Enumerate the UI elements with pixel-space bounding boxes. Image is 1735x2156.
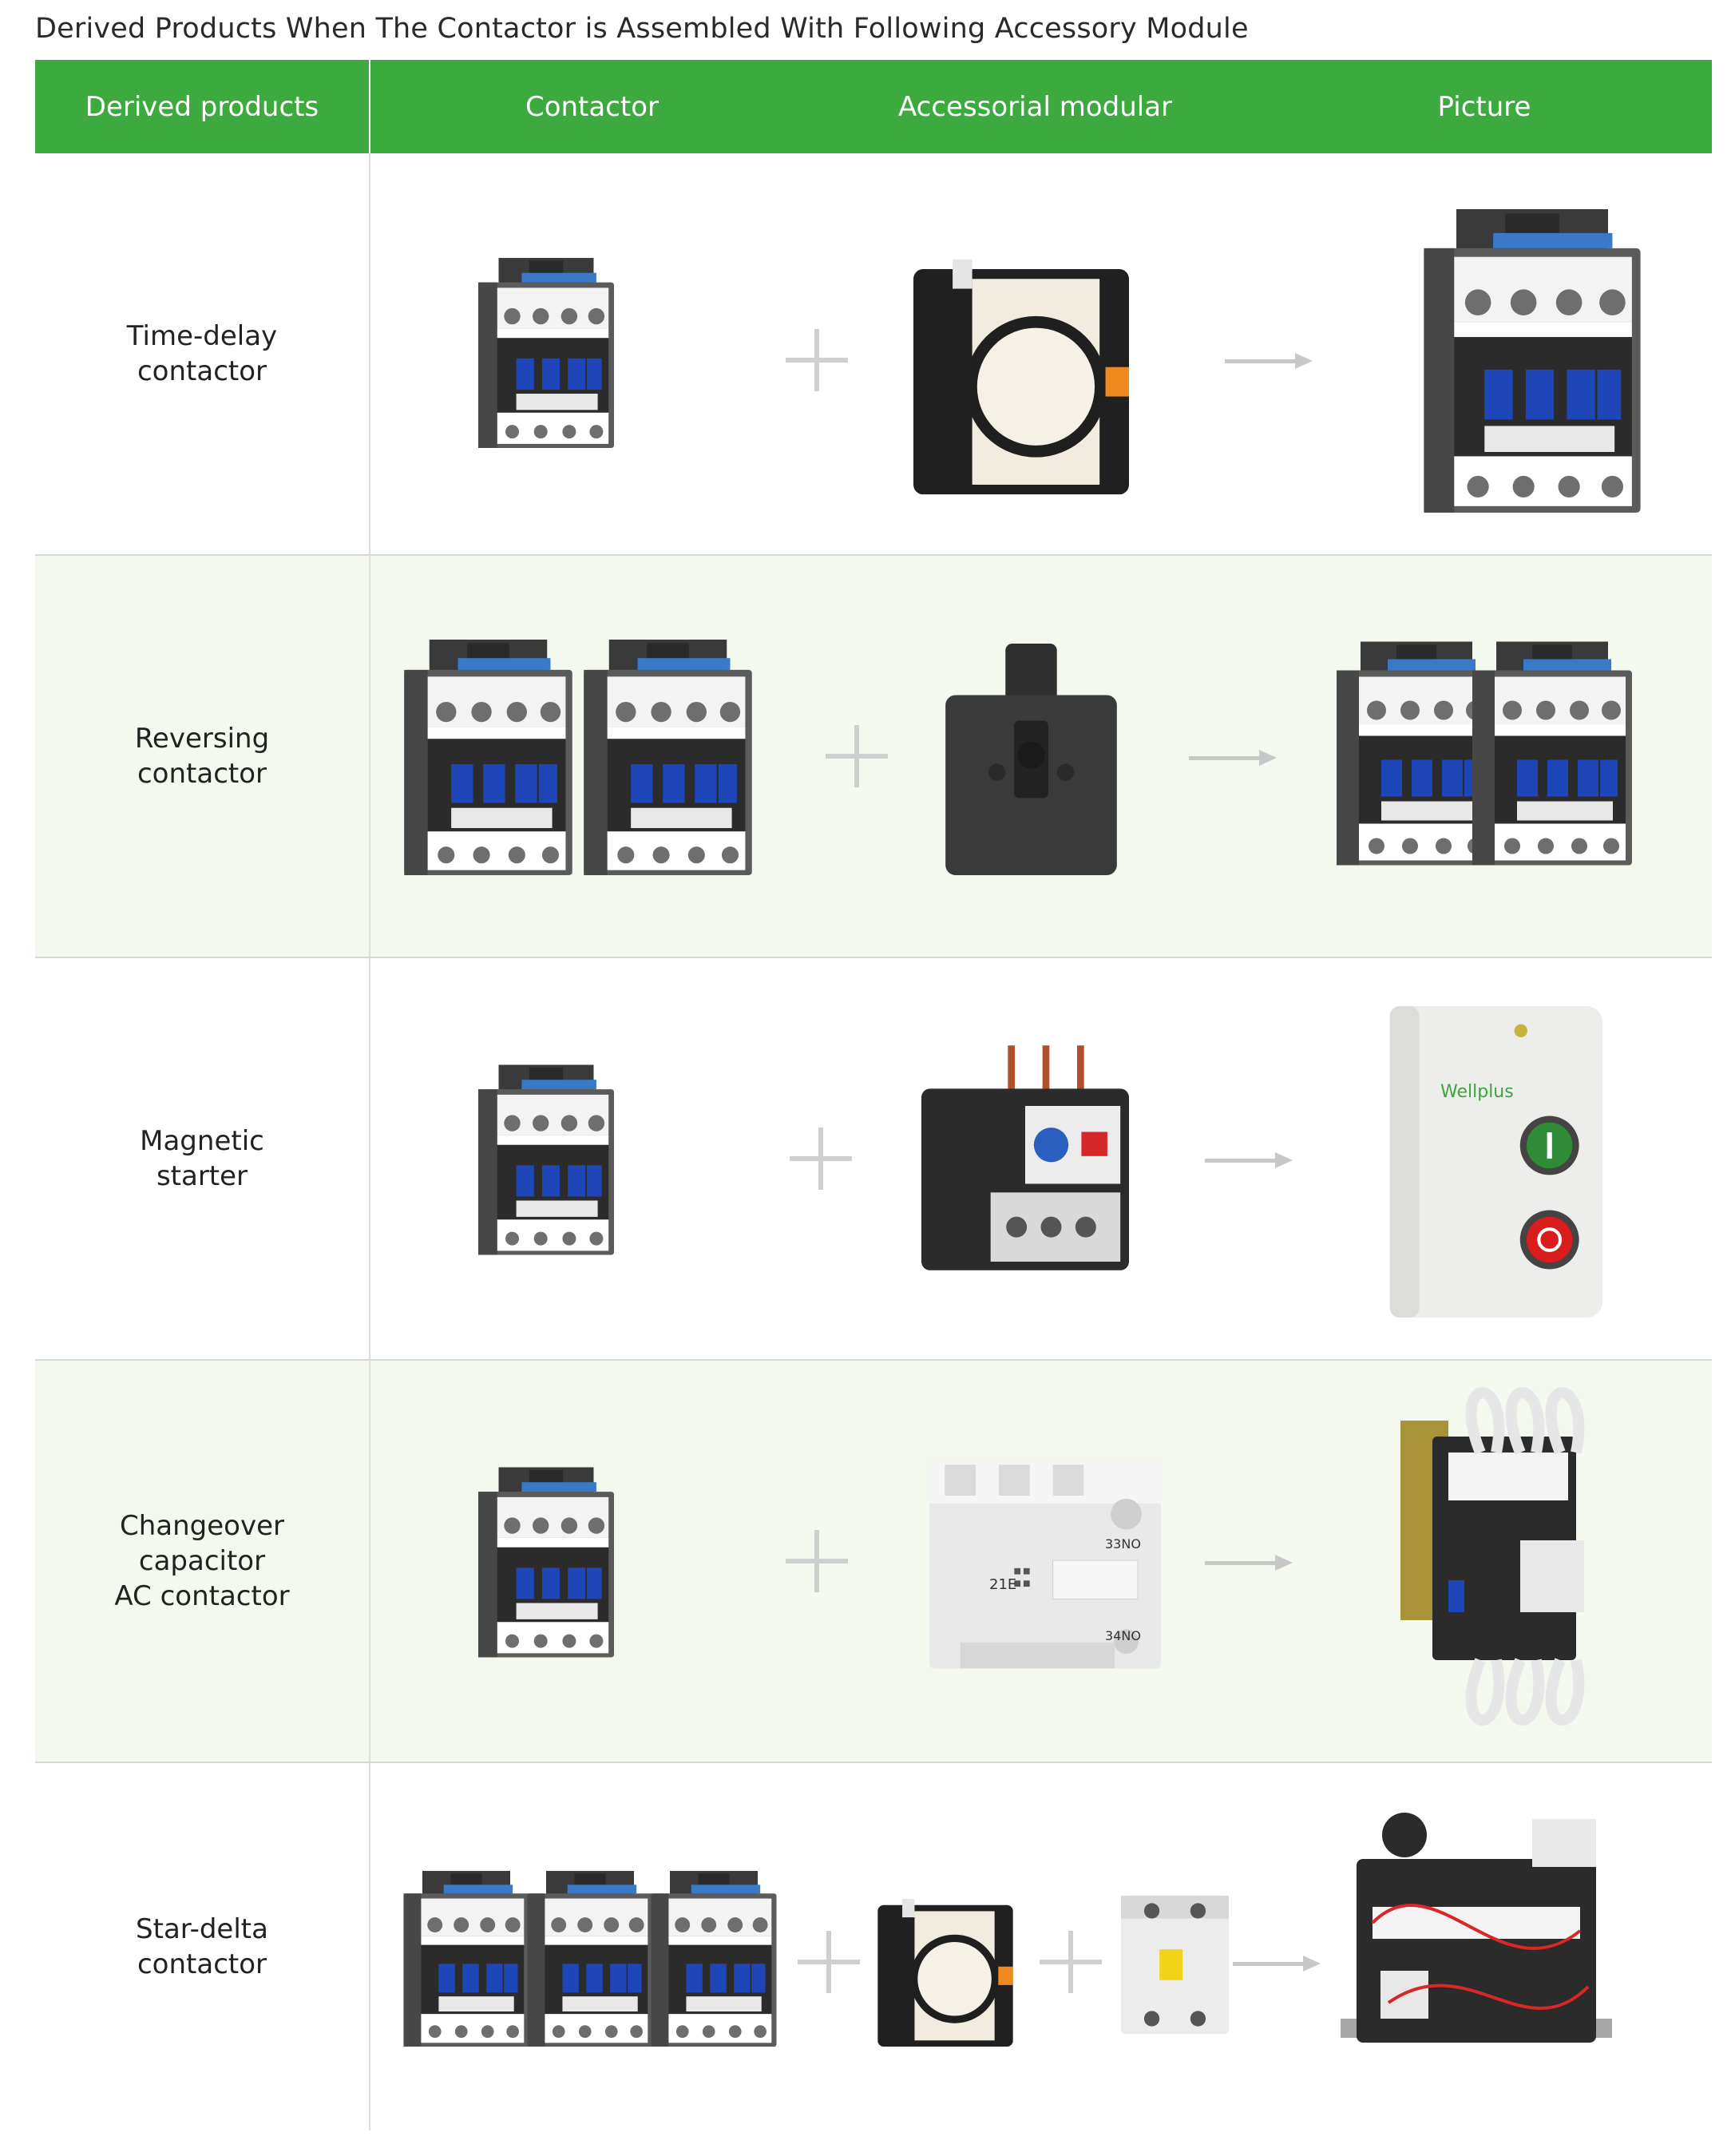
arrow-sign [1205,1152,1293,1168]
table-row-changeover-capacitor: Changeover capacitor AC contactor 33NO 2… [35,1361,1712,1763]
aux-code-label: 21E [989,1576,1017,1593]
timer-module-image [877,1899,1013,2047]
arrow-sign [1225,353,1313,369]
table-row-magnetic-starter: Magnetic starter Wellplus [35,958,1712,1361]
row-label-star-delta: Star-delta contactor [35,1763,370,2130]
arrow-sign [1233,1956,1321,1972]
contactor-image [402,1871,530,2047]
row-cells-star-delta [370,1763,1712,2130]
contactor-image [650,1871,778,2047]
contactor-image [582,640,754,875]
row-cells-time-delay [370,153,1712,554]
interlock-module-image [933,644,1129,875]
table-row-star-delta: Star-delta contactor [35,1763,1712,2130]
header-accessorial-modular: Accessorial modular [897,90,1173,123]
aux-terminal-33: 33NO [1105,1536,1141,1552]
contactor-image [402,640,574,875]
table-row-time-delay: Time-delay contactor [35,153,1712,556]
star-delta-starter-image [1341,1811,1612,2075]
contactor-image [526,1871,654,2047]
row-cells-changeover-capacitor: 33NO 21E 34NO [370,1361,1712,1762]
reversing-contactor-right-image [1472,640,1632,867]
header-derived-products: Derived products [35,60,370,153]
header-picture: Picture [1437,90,1531,123]
row-cells-magnetic-starter: Wellplus [370,958,1712,1359]
derived-products-table: Derived products Contactor Accessorial m… [35,60,1712,2130]
row-label-magnetic-starter: Magnetic starter [35,958,370,1359]
arrow-sign [1189,750,1277,766]
plus-sign [790,1128,852,1190]
time-delay-contactor-image [1400,209,1664,513]
table-header: Derived products Contactor Accessorial m… [35,60,1712,153]
table-row-reversing: Reversing contactor [35,556,1712,958]
plus-sign [1040,1931,1102,1993]
page-caption: Derived Products When The Contactor is A… [35,13,1249,45]
aux-terminal-34: 34NO [1105,1628,1141,1643]
contactor-image [478,1413,614,1712]
contactor-image [478,1010,614,1310]
timer-module-image [913,257,1129,497]
row-label-time-delay: Time-delay contactor [35,153,370,554]
magnetic-starter-enclosure-image [1369,1006,1624,1318]
header-contactor: Contactor [525,90,660,123]
thermal-relay-image [921,1042,1129,1274]
row-cells-reversing [370,556,1712,957]
changeover-capacitor-contactor-image [1400,1373,1608,1740]
row-label-changeover-capacitor: Changeover capacitor AC contactor [35,1361,370,1762]
arrow-sign [1205,1555,1293,1571]
plus-sign [826,725,888,787]
plus-sign [786,329,848,391]
brand-label: Wellplus [1440,1082,1514,1102]
aux-contact-module-image [1121,1895,1229,2035]
contactor-image [478,201,614,505]
plus-sign [798,1931,860,1993]
row-label-reversing: Reversing contactor [35,556,370,957]
plus-sign [786,1530,848,1592]
